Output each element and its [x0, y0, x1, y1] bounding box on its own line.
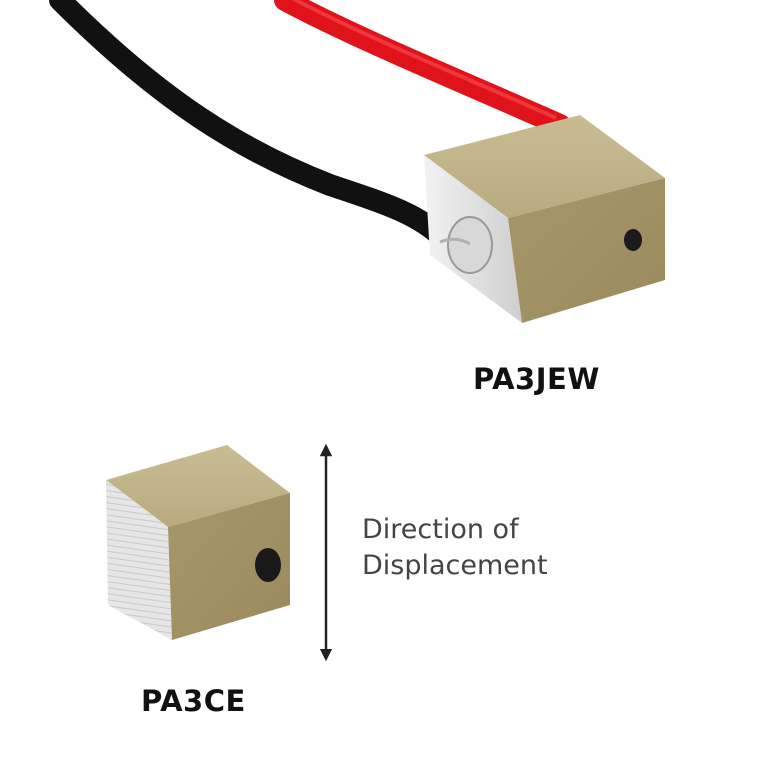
pa3jew-front-face: [508, 178, 665, 323]
pa3ce-mount-hole: [255, 548, 281, 582]
pa3ce-electrode-face: [106, 480, 172, 640]
black-wire: [49, 0, 456, 251]
pa3ce-front-face: [168, 493, 290, 640]
displacement-caption: Direction of Displacement: [362, 512, 548, 584]
pa3jew-solder-joint: [447, 216, 493, 274]
caption-line-1: Direction of: [362, 514, 519, 545]
pa3jew-actuator: [424, 115, 665, 323]
pa3jew-label: PA3JEW: [473, 362, 600, 396]
pa3ce-actuator: [106, 445, 290, 640]
pa3ce-top-face: [106, 445, 290, 527]
red-wire: [274, 0, 571, 136]
pa3jew-mount-hole: [624, 229, 642, 251]
pa3jew-lead-wire: [439, 237, 471, 246]
pa3jew-top-face: [424, 115, 665, 218]
pa3ce-label: PA3CE: [141, 684, 246, 718]
caption-line-2: Displacement: [362, 550, 548, 581]
red-wire-highlight: [291, 0, 557, 120]
